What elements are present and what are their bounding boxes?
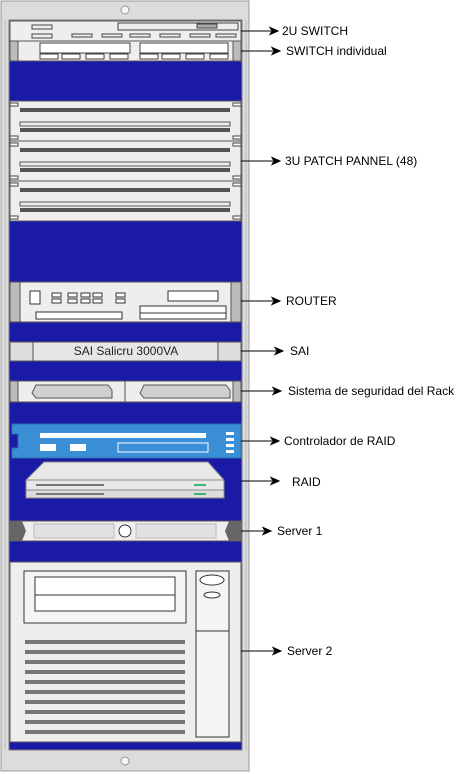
raid-controller-device bbox=[11, 423, 242, 459]
label-server2: Server 2 bbox=[287, 644, 333, 658]
connector-switch-individual bbox=[241, 46, 282, 56]
switch-individual-device bbox=[9, 40, 242, 62]
connector-raid-controller bbox=[241, 436, 281, 446]
label-switch-individual: SWITCH individual bbox=[286, 44, 387, 58]
server1-device bbox=[9, 520, 242, 542]
connectors bbox=[241, 26, 285, 656]
connector-security bbox=[241, 386, 283, 396]
raid-device bbox=[25, 461, 225, 499]
connector-server1 bbox=[241, 526, 273, 536]
label-2u-switch: 2U SWITCH bbox=[282, 24, 348, 38]
security-system-device bbox=[9, 380, 242, 403]
connector-patch-panel bbox=[241, 156, 282, 166]
label-router: ROUTER bbox=[286, 294, 337, 308]
label-server1: Server 1 bbox=[277, 524, 323, 538]
switch-2u-device bbox=[9, 20, 242, 42]
label-security-system: Sistema de seguridad del Rack bbox=[288, 384, 455, 398]
patch-panel-device bbox=[9, 100, 242, 222]
label-raid-controller: Controlador de RAID bbox=[284, 434, 396, 448]
sai-device-label: SAI Salicru 3000VA bbox=[73, 344, 179, 358]
label-patch-panel: 3U PATCH PANNEL (48) bbox=[285, 154, 418, 168]
server2-device bbox=[9, 561, 242, 743]
label-raid: RAID bbox=[292, 475, 321, 489]
connector-router bbox=[241, 296, 282, 306]
connector-raid bbox=[241, 476, 281, 486]
label-sai: SAI bbox=[290, 344, 310, 358]
router-device bbox=[9, 281, 242, 323]
connector-server2 bbox=[241, 646, 283, 656]
connector-switch-2u bbox=[241, 26, 280, 36]
connector-sai bbox=[241, 346, 285, 356]
